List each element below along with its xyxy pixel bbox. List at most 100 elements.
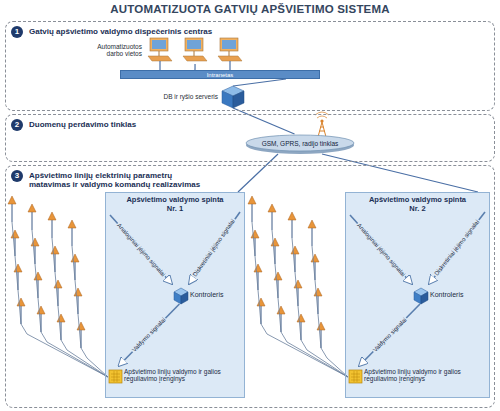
lamp-head bbox=[271, 238, 279, 246]
controller-icon bbox=[174, 288, 188, 304]
bar-label: Intranetas bbox=[207, 72, 234, 78]
monitor-screen bbox=[222, 40, 236, 49]
cabinet-fill bbox=[345, 192, 490, 398]
lamp-pole bbox=[52, 219, 53, 238]
signal-label: Diskretiniai įėjimo signalai bbox=[433, 218, 482, 278]
section-heading: Gatvių apšvietimo valdymo dispečerinis c… bbox=[29, 26, 212, 36]
section-panel: 2 Duomenų perdavimo tinklasGSM, GPRS, rad… bbox=[5, 114, 495, 162]
network-disc: GSM, GPRS, radijo tinklas bbox=[245, 134, 355, 154]
connector bbox=[359, 304, 420, 366]
device-icon bbox=[349, 370, 362, 383]
lamp-head bbox=[308, 220, 316, 228]
regulator-device: Apšvietimo linijų valdymo ir galios regu… bbox=[348, 366, 486, 385]
lamp-head bbox=[54, 280, 62, 288]
controller-node: Kontroleris bbox=[173, 286, 237, 304]
lamp-pole bbox=[272, 211, 273, 230]
lamp-head bbox=[277, 306, 285, 314]
lamp-head bbox=[31, 238, 39, 246]
monitor bbox=[150, 38, 168, 51]
monitor-stand bbox=[159, 51, 160, 56]
lamp-head bbox=[71, 254, 79, 262]
control-cabinet: Apšvietimo valdymo spinta Nr. 2 Kontroler… bbox=[345, 192, 490, 398]
lamp-pole bbox=[32, 211, 33, 230]
diagram-title: AUTOMATIZUOTA GATVIŲ APŠVIETIMO SISTEMA bbox=[0, 3, 500, 16]
lamp-head bbox=[311, 254, 319, 262]
lamp-pole bbox=[12, 203, 13, 222]
monitor-stand bbox=[194, 51, 195, 56]
monitor bbox=[220, 38, 238, 51]
signal-arrows bbox=[110, 212, 485, 284]
cabinet-title: Apšvietimo valdymo spinta Nr. 2 bbox=[368, 196, 468, 213]
section-heading: Duomenų perdavimo tinklas bbox=[29, 119, 136, 129]
section-heading: Apšvietimo linijų elektrinių parametrų m… bbox=[29, 170, 214, 189]
connector bbox=[233, 79, 286, 86]
node-label: DB ir ryšio serveris bbox=[160, 93, 218, 100]
section-panel: 1 Gatvių apšvietimo valdymo dispečerinis … bbox=[5, 21, 495, 111]
cabinet-fill bbox=[105, 192, 245, 398]
lamp-head bbox=[37, 306, 45, 314]
monitor-stand bbox=[229, 51, 230, 56]
section-number: 1 bbox=[11, 26, 23, 38]
lamp-head bbox=[14, 264, 22, 272]
signal-label: Diskretiniai įėjimo signalai bbox=[191, 217, 237, 279]
monitor-screen bbox=[152, 40, 166, 49]
lamp-head bbox=[77, 322, 85, 330]
lamp-head bbox=[57, 314, 65, 322]
keyboard bbox=[218, 56, 242, 61]
monitor bbox=[185, 38, 203, 51]
connector bbox=[322, 154, 478, 192]
lamp-line bbox=[252, 222, 348, 377]
server-icon bbox=[222, 86, 244, 108]
network-drop bbox=[229, 61, 230, 70]
network-drop bbox=[159, 61, 160, 70]
regulator-device: Apšvietimo linijų valdymo ir galios regu… bbox=[108, 366, 240, 385]
lamp-head bbox=[11, 230, 19, 238]
lamp-head bbox=[317, 322, 325, 330]
section-number: 3 bbox=[11, 170, 23, 182]
connector bbox=[238, 154, 278, 192]
section-panel: 3 Apšvietimo linijų elektrinių parametrų … bbox=[5, 165, 495, 408]
lamp-pole bbox=[72, 227, 73, 246]
signal-label: Analoginiai įėjimo signalai bbox=[115, 222, 167, 279]
signal-label: Analoginiai įėjimo signalai bbox=[355, 222, 407, 279]
lamp-line bbox=[32, 230, 108, 377]
street-lamps bbox=[8, 196, 348, 377]
intranet-bar: Intranetas bbox=[120, 70, 320, 79]
lamp-line bbox=[52, 238, 108, 377]
lamp-head bbox=[288, 212, 296, 220]
connector bbox=[119, 304, 180, 366]
lamp-head bbox=[297, 314, 305, 322]
workstation-icons bbox=[148, 38, 242, 70]
lamp-head bbox=[254, 264, 262, 272]
node-label: Apšvietimo linijų valdymo ir galios regu… bbox=[364, 368, 484, 383]
lamp-head bbox=[68, 220, 76, 228]
antenna-icon bbox=[315, 112, 329, 137]
lamp-head bbox=[268, 204, 276, 212]
edge-label: Valdymo signalai bbox=[371, 316, 409, 354]
monitor-screen bbox=[187, 40, 201, 49]
controller-icon bbox=[414, 288, 428, 304]
lamp-head bbox=[291, 246, 299, 254]
lamp-head bbox=[51, 246, 59, 254]
keyboard bbox=[183, 56, 207, 61]
lamp-head bbox=[257, 298, 265, 306]
lamp-line bbox=[12, 222, 108, 377]
lamp-head bbox=[251, 230, 259, 238]
workstation-group: Automatizuotos darbo vietos bbox=[82, 36, 257, 64]
lamp-head bbox=[8, 196, 16, 204]
node-label: Automatizuotos darbo vietos bbox=[82, 43, 142, 58]
node-label: Kontroleris bbox=[430, 291, 463, 299]
disc-top bbox=[246, 135, 354, 151]
lamp-line bbox=[72, 246, 108, 377]
lamp-pole bbox=[312, 227, 313, 246]
lamp-head bbox=[17, 298, 25, 306]
device-icon bbox=[109, 370, 122, 383]
section-number: 2 bbox=[11, 119, 23, 131]
lamp-line bbox=[272, 230, 348, 377]
controller-node: Kontroleris bbox=[413, 286, 483, 304]
lamp-head bbox=[74, 288, 82, 296]
disc-side bbox=[246, 136, 354, 154]
node-label: Kontroleris bbox=[190, 291, 223, 299]
lamp-line bbox=[312, 246, 348, 377]
